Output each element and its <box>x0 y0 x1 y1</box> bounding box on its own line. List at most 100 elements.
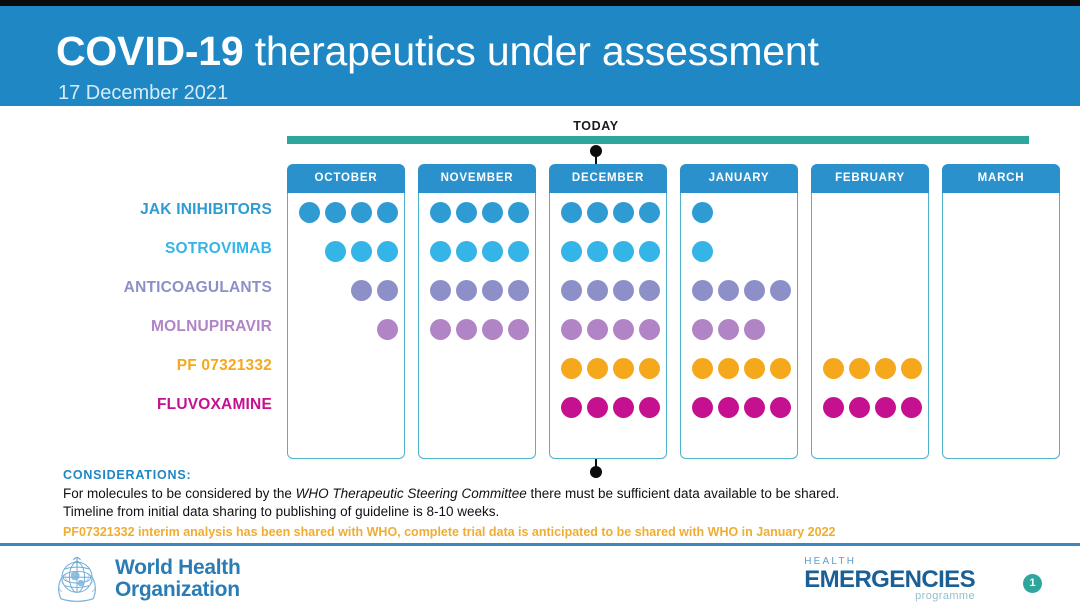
status-dot <box>770 358 791 379</box>
status-dot <box>587 202 608 223</box>
footer-divider <box>0 543 1080 546</box>
hep-health-label: HEALTH <box>804 556 857 567</box>
row-label-fluvoxamine: FLUVOXAMINE <box>156 396 272 413</box>
status-dot <box>613 280 634 301</box>
status-dot <box>456 202 477 223</box>
footer: World Health Organization HEALTH EMERGEN… <box>0 546 1080 611</box>
dot-row <box>681 388 797 427</box>
month-header-october[interactable]: OCTOBER <box>287 164 405 193</box>
status-dot <box>875 358 896 379</box>
month-header-november[interactable]: NOVEMBER <box>418 164 536 193</box>
status-dot <box>718 319 739 340</box>
status-dot <box>561 202 582 223</box>
who-logo: World Health Organization <box>48 550 241 608</box>
dot-row <box>288 349 404 388</box>
dot-row <box>550 193 666 232</box>
dot-row <box>812 310 928 349</box>
who-wordmark-line-2: Organization <box>115 578 240 601</box>
status-dot <box>377 319 398 340</box>
status-dot <box>613 319 634 340</box>
status-dot <box>901 397 922 418</box>
dot-row <box>288 310 404 349</box>
hep-programme-label: programme <box>915 590 975 602</box>
considerations-heading: CONSIDERATIONS: <box>63 468 192 482</box>
status-dot <box>587 397 608 418</box>
dot-row <box>288 232 404 271</box>
status-dot <box>744 358 765 379</box>
month-header-february[interactable]: FEBRUARY <box>811 164 929 193</box>
dot-row <box>812 349 928 388</box>
timeline-bar <box>287 136 1029 144</box>
status-dot <box>377 241 398 262</box>
status-dot <box>587 319 608 340</box>
month-column-october: OCTOBER <box>287 164 405 459</box>
status-dot <box>823 358 844 379</box>
status-dot <box>718 397 739 418</box>
status-dot <box>325 241 346 262</box>
header-band: COVID-19 therapeutics under assessment 1… <box>0 6 1080 106</box>
health-emergencies-logo: HEALTH EMERGENCIES programme <box>804 556 975 602</box>
page-title-strong: COVID-19 <box>56 28 244 74</box>
status-dot <box>639 397 660 418</box>
considerations-line-2: Timeline from initial data sharing to pu… <box>63 504 500 519</box>
status-dot <box>561 280 582 301</box>
month-body-january <box>680 193 798 459</box>
month-column-november: NOVEMBER <box>418 164 536 459</box>
status-dot <box>823 397 844 418</box>
dot-row <box>419 310 535 349</box>
who-wordmark: World Health Organization <box>115 557 241 601</box>
status-dot <box>718 358 739 379</box>
status-dot <box>744 319 765 340</box>
month-header-january[interactable]: JANUARY <box>680 164 798 193</box>
status-dot <box>351 202 372 223</box>
month-header-march[interactable]: MARCH <box>942 164 1060 193</box>
row-label-jak-inihibitors: JAK INIHIBITORS <box>140 201 272 218</box>
status-dot <box>456 241 477 262</box>
status-dot <box>744 280 765 301</box>
dot-row <box>288 193 404 232</box>
dot-row <box>943 388 1059 427</box>
status-dot <box>456 280 477 301</box>
dot-row <box>681 349 797 388</box>
status-dot <box>613 202 634 223</box>
status-dot <box>377 202 398 223</box>
today-label: TODAY <box>573 119 619 133</box>
dot-row <box>419 232 535 271</box>
dot-row <box>288 271 404 310</box>
page-date: 17 December 2021 <box>58 82 229 104</box>
who-emblem-icon <box>58 556 96 602</box>
hep-emergencies-label: EMERGENCIES <box>804 566 975 593</box>
status-dot <box>561 358 582 379</box>
dot-row <box>943 271 1059 310</box>
dot-row <box>681 232 797 271</box>
status-dot <box>692 358 713 379</box>
status-dot <box>639 280 660 301</box>
dot-row <box>812 232 928 271</box>
considerations-note: PF07321332 interim analysis has been sha… <box>63 525 836 539</box>
status-dot <box>692 319 713 340</box>
status-dot <box>613 358 634 379</box>
row-label-molnupiravir: MOLNUPIRAVIR <box>151 318 272 335</box>
status-dot <box>508 319 529 340</box>
month-header-december[interactable]: DECEMBER <box>549 164 667 193</box>
today-marker-bottom-dot <box>590 466 602 478</box>
dot-row <box>943 193 1059 232</box>
status-dot <box>351 241 372 262</box>
status-dot <box>430 202 451 223</box>
dot-row <box>812 388 928 427</box>
month-column-february: FEBRUARY <box>811 164 929 459</box>
dot-row <box>681 193 797 232</box>
status-dot <box>587 241 608 262</box>
dot-row <box>419 388 535 427</box>
month-body-february <box>811 193 929 459</box>
dot-row <box>550 232 666 271</box>
page-title-light: therapeutics under assessment <box>243 28 819 74</box>
status-dot <box>456 319 477 340</box>
considerations-line-1: For molecules to be considered by the WH… <box>63 485 963 503</box>
status-dot <box>561 397 582 418</box>
row-label-anticoagulants: ANTICOAGULANTS <box>123 279 272 296</box>
dot-row <box>812 193 928 232</box>
dot-row <box>550 388 666 427</box>
